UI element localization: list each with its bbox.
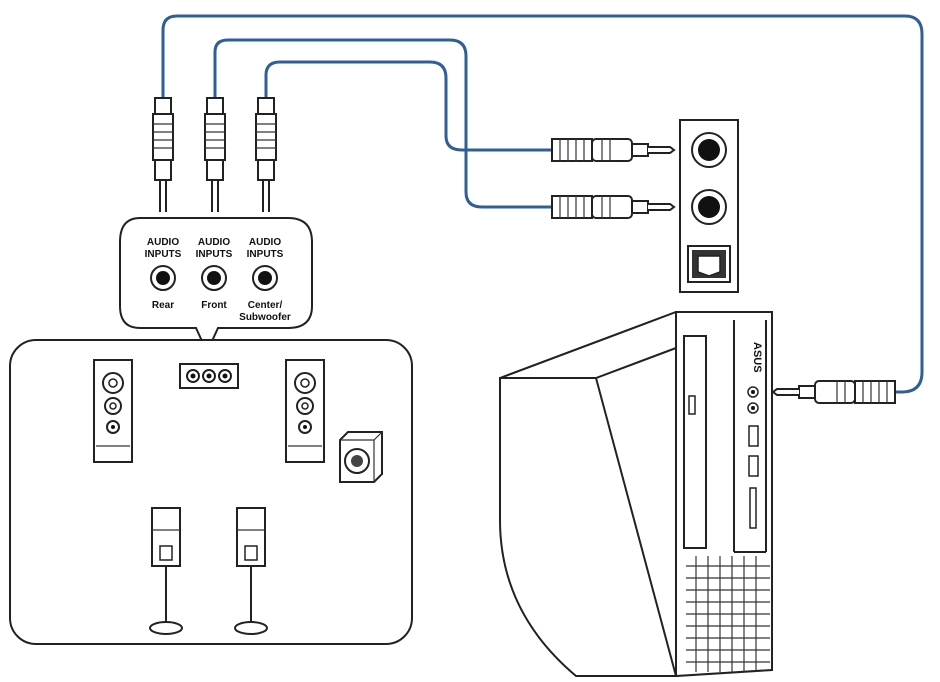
amplifier-connector bbox=[179, 363, 239, 389]
speaker-system-panel bbox=[9, 339, 413, 645]
jack-rear-label: Rear bbox=[152, 300, 174, 311]
jack-front-label: Front bbox=[201, 300, 227, 311]
usb-port-icon bbox=[748, 425, 759, 447]
jack-rear-title-2: INPUTS bbox=[145, 249, 182, 260]
jack-front-title-2: INPUTS bbox=[196, 249, 233, 260]
jack-center-label-1: Center/ bbox=[248, 300, 283, 311]
jack-rear-title-1: AUDIO bbox=[147, 237, 179, 248]
speaker-icon bbox=[93, 359, 133, 463]
desktop-computer-icon: ASUS bbox=[499, 311, 773, 678]
optical-port-icon bbox=[687, 245, 731, 283]
rear-io-panel bbox=[679, 119, 739, 293]
audio-inputs-callout: AUDIO INPUTS Rear AUDIO INPUTS Front AUD… bbox=[119, 217, 313, 355]
speaker-icon bbox=[149, 507, 183, 635]
rca-plug-center bbox=[255, 97, 277, 212]
brand-label: ASUS bbox=[751, 342, 763, 373]
plug-front-panel bbox=[771, 380, 896, 404]
cables bbox=[161, 14, 924, 394]
rca-plug-front bbox=[204, 97, 226, 212]
cable-front-to-line-out bbox=[213, 38, 554, 209]
speaker-icon bbox=[234, 507, 268, 635]
jack-front-title-1: AUDIO bbox=[198, 237, 230, 248]
subwoofer-icon bbox=[339, 431, 383, 483]
jack-center-label-2: Subwoofer bbox=[239, 312, 291, 323]
speaker-icon bbox=[285, 359, 325, 463]
front-vent-grille bbox=[686, 556, 770, 672]
plug-upper-line-out bbox=[551, 138, 676, 162]
usb-port-icon bbox=[748, 455, 759, 477]
jack-center-title-1: AUDIO bbox=[249, 237, 281, 248]
cable-center-to-line-out bbox=[264, 60, 554, 152]
card-reader-slot-icon bbox=[749, 487, 757, 529]
cable-rear-to-front-panel bbox=[161, 14, 924, 394]
rca-plug-rear bbox=[152, 97, 174, 212]
jack-center-title-2: INPUTS bbox=[247, 249, 284, 260]
plug-lower-line-out bbox=[551, 195, 676, 219]
